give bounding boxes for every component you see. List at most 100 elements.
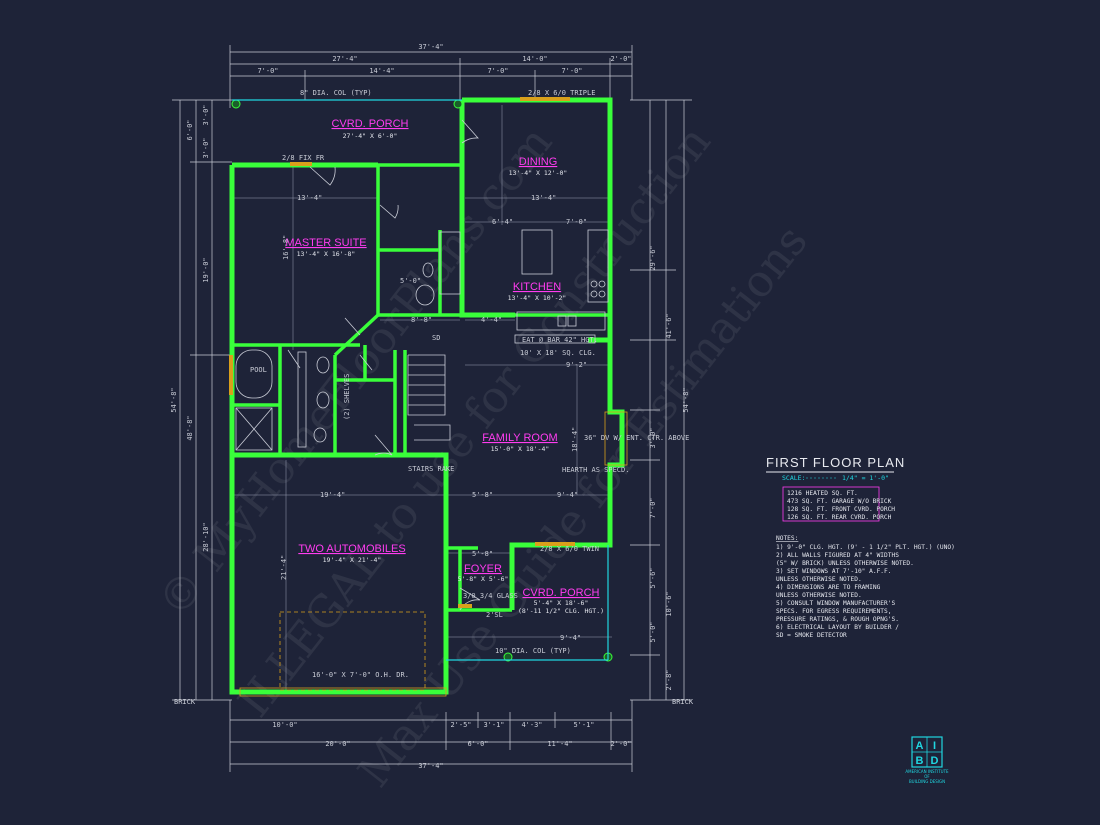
fixtures bbox=[235, 229, 628, 697]
room-family-name: FAMILY ROOM bbox=[482, 432, 557, 444]
scale-value: 1/4" = 1'-0" bbox=[842, 474, 889, 482]
left-dimensions: 6'-0" 3'-0" 3'-0" 19'-0" 54'-8" 48'-8" 2… bbox=[170, 104, 210, 551]
right-dimensions: 29'-6" 41'-6" 54'-8" 3'-0" 7'-0" 5'-6" 1… bbox=[649, 245, 690, 690]
dim-bottom-row2: 20'-0" bbox=[325, 740, 350, 748]
dim-left: 19'-0" bbox=[202, 257, 210, 282]
note-line: 3) SET WINDOWS AT 7'-10" A.F.F. bbox=[776, 568, 891, 575]
dim-bottom-row1: 10'-0" bbox=[272, 721, 297, 729]
dim-right: 7'-0" bbox=[649, 497, 657, 518]
dim-top-row2: 27'-4" bbox=[332, 55, 357, 63]
note-line: 4) DIMENSIONS ARE TO FRAMING bbox=[776, 584, 881, 591]
dim-bottom-row2: 2'-0" bbox=[610, 740, 631, 748]
note-line: UNLESS OTHERWISE NOTED. bbox=[776, 592, 862, 599]
top-dimensions: 37'-4" 27'-4" 14'-0" 2'-0" 7'-0" 14'-4" … bbox=[257, 43, 631, 75]
window bbox=[229, 355, 233, 395]
dim-right: 29'-6" bbox=[649, 245, 657, 270]
dim-kitchen-b: 7'-0" bbox=[566, 218, 587, 226]
area-line: 128 SQ. FT. FRONT CVRD. PORCH bbox=[787, 506, 895, 513]
label-stairs: STAIRS RAKE bbox=[408, 465, 454, 473]
window bbox=[458, 604, 472, 608]
room-master-name: MASTER SUITE bbox=[285, 237, 366, 249]
porch-column bbox=[503, 652, 513, 662]
note-line: 6) ELECTRICAL LAYOUT BY BUILDER / bbox=[776, 624, 899, 631]
dim-left: 3'-0" bbox=[202, 104, 210, 125]
dim-family-width: 9'-4" bbox=[557, 491, 578, 499]
label-hearth: HEARTH AS SPECD. bbox=[562, 466, 629, 474]
dim-master-depth: 16'-8" bbox=[282, 235, 290, 260]
garage-door bbox=[279, 611, 426, 691]
dim-top-row3: 7'-0" bbox=[257, 67, 278, 75]
dim-bottom-overall: 37'-4" bbox=[418, 762, 443, 770]
area-box bbox=[782, 486, 880, 522]
dim-left: 54'-8" bbox=[170, 387, 178, 412]
dim-top-row3: 7'-0" bbox=[561, 67, 582, 75]
dim-top-overall: 37'-4" bbox=[418, 43, 443, 51]
area-line: 473 SQ. FT. GARAGE W/O BRICK bbox=[787, 498, 892, 505]
dim-foyer-width: 5'-8" bbox=[472, 491, 493, 499]
dim-left: 48'-8" bbox=[186, 415, 194, 440]
dim-bottom-row1: 2'-5" bbox=[450, 721, 471, 729]
kitchen-island bbox=[521, 229, 553, 275]
window bbox=[290, 162, 312, 166]
logo-letter: I bbox=[933, 740, 936, 752]
label-ceiling: 10' X 18' SQ. CLG. bbox=[520, 349, 596, 357]
room-dining-size: 13'-4" X 12'-0" bbox=[509, 169, 568, 177]
label-brick-left: BRICK bbox=[174, 698, 196, 706]
room-dining-name: DINING bbox=[519, 156, 558, 168]
label-shelves: (2) SHELVES bbox=[343, 374, 351, 420]
room-rear-porch-size: 27'-4" X 6'-0" bbox=[343, 132, 398, 140]
note-line: (5" W/ BRICK) UNLESS OTHERWISE NOTED. bbox=[776, 560, 914, 567]
dim-porch-width: 9'-4" bbox=[560, 634, 581, 642]
range-counter bbox=[587, 229, 609, 303]
scale-label: SCALE: bbox=[782, 474, 805, 482]
dim-right: 5'-6" bbox=[649, 567, 657, 588]
dim-bottom-row1: 5'-1" bbox=[573, 721, 594, 729]
dim-bottom-row1: 4'-3" bbox=[521, 721, 542, 729]
dim-top-row2: 2'-0" bbox=[610, 55, 631, 63]
dim-family-depth: 18'-4" bbox=[571, 427, 579, 452]
note-line: 1) 9'-0" CLG. HGT. (9' - 1 1/2" PLT. HGT… bbox=[776, 544, 955, 551]
tub bbox=[235, 349, 273, 399]
dim-master-width: 13'-4" bbox=[297, 194, 322, 202]
dim-right: 41'-6" bbox=[665, 313, 673, 338]
interior-dimension-lines bbox=[234, 105, 612, 690]
label-garage-door: 16'-0" X 7'-0" O.H. DR. bbox=[312, 671, 409, 679]
room-front-porch-size: 5'-4" X 18'-6" bbox=[534, 599, 589, 607]
dim-bottom-row2: 11'-4" bbox=[547, 740, 572, 748]
shower bbox=[235, 407, 273, 451]
dim-bath: 5'-0" bbox=[400, 277, 421, 285]
label-fix-window: 2/8 FIX FR bbox=[282, 154, 325, 162]
dim-right: 3'-0" bbox=[649, 427, 657, 448]
logo-caption: BUILDING DESIGN bbox=[909, 779, 945, 784]
room-garage-size: 19'-4" X 21'-4" bbox=[323, 556, 382, 564]
plan-title: FIRST FLOOR PLAN bbox=[766, 455, 905, 470]
small-labels: 8" DIA. COL (TYP) 2/8 X 6/0 TRIPLE 2/8 F… bbox=[174, 89, 694, 706]
room-master-size: 13'-4" X 16'-8" bbox=[297, 250, 356, 258]
logo-caption: OF bbox=[924, 774, 930, 779]
room-kitchen-name: KITCHEN bbox=[513, 281, 561, 293]
dim-garage-depth: 21'-4" bbox=[280, 555, 288, 580]
note-line: UNLESS OTHERWISE NOTED. bbox=[776, 576, 862, 583]
dim-kitchen-a: 6'-4" bbox=[492, 218, 513, 226]
room-family-size: 15'-0" X 18'-4" bbox=[491, 445, 550, 453]
note-line: PRESSURE RATINGS, & ROUGH OPNG'S. bbox=[776, 616, 899, 623]
aibd-logo: A I B D AMERICAN INSTITUTE OF BUILDING D… bbox=[905, 736, 949, 784]
label-pool: POOL bbox=[250, 366, 267, 374]
dim-foyer-width-b: 5'-8" bbox=[472, 550, 493, 558]
label-smoke-detector: SD bbox=[432, 334, 440, 342]
interior-walls bbox=[232, 163, 610, 612]
label-door-glass: 3/0 3/4 GLASS bbox=[463, 592, 518, 600]
window bbox=[520, 97, 570, 101]
note-line: SD = SMOKE DETECTOR bbox=[776, 632, 847, 639]
bottom-dimensions: 10'-0" 2'-5" 3'-1" 4'-3" 5'-1" 20'-0" 6'… bbox=[272, 721, 631, 770]
label-fireplace: 36" DV W/ ENT. CTR. ABOVE bbox=[584, 434, 689, 442]
note-line: 5) CONSULT WINDOW MANUFACTURER'S bbox=[776, 600, 895, 607]
dim-bath-hall: 8'-8" bbox=[411, 316, 432, 324]
room-labels: CVRD. PORCH 27'-4" X 6'-0" DINING 13'-4"… bbox=[285, 118, 604, 615]
room-front-porch-note: (8'-11 1/2" CLG. HGT.) bbox=[518, 607, 604, 615]
logo-letter: B bbox=[916, 755, 924, 767]
room-front-porch-name: CVRD. PORCH bbox=[522, 587, 599, 599]
room-foyer-size: 5'-8" X 5'-6" bbox=[458, 575, 509, 583]
dim-left: 28'-10" bbox=[202, 522, 210, 552]
